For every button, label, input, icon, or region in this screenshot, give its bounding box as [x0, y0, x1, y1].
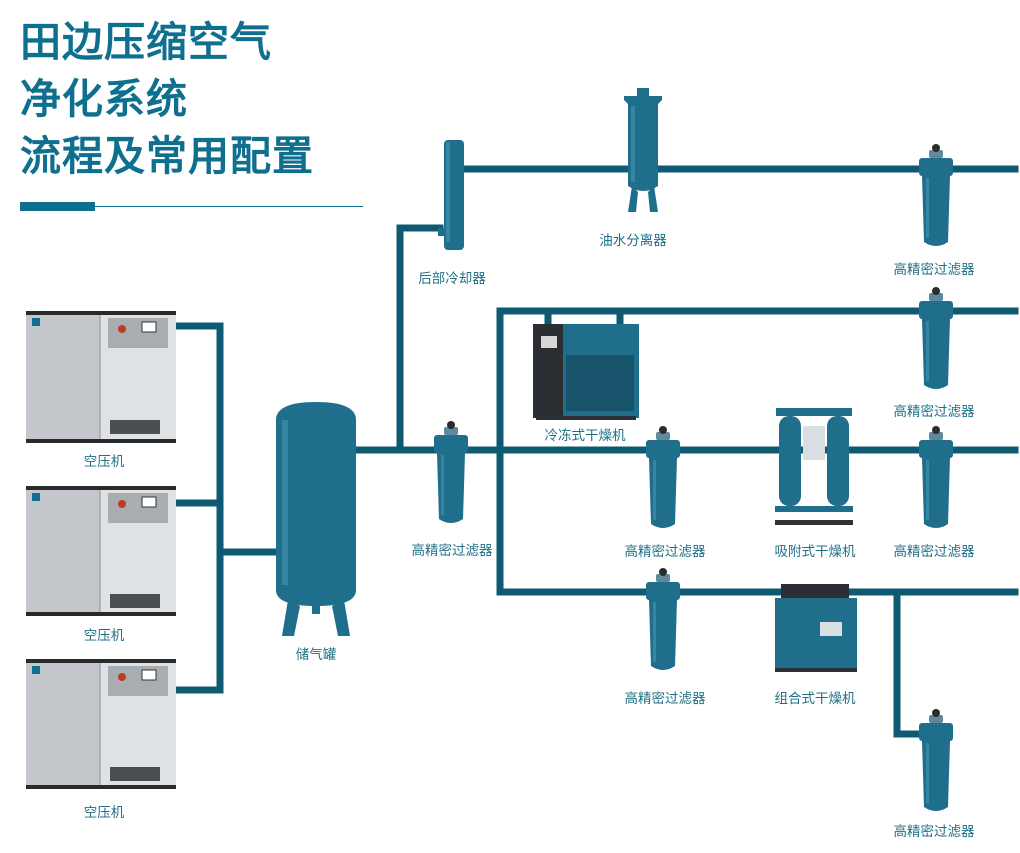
- refrigerated-dryer: [533, 324, 639, 420]
- filter-main-label: 高精密过滤器: [411, 543, 493, 559]
- aftercooler: [438, 140, 464, 250]
- page-title: 田边压缩空气 净化系统 流程及常用配置: [20, 14, 314, 185]
- adsorption-dryer: [775, 408, 853, 525]
- title-underline: [95, 206, 363, 207]
- filter-row3-mid-label: 高精密过滤器: [624, 544, 706, 560]
- filter-row4-label: 高精密过滤器: [624, 691, 706, 707]
- compressor-2-label: 空压机: [83, 628, 125, 644]
- combined-dryer: [775, 584, 857, 672]
- compressor-3: [26, 659, 176, 789]
- compressor-2: [26, 486, 176, 616]
- oil-water-separator: [624, 88, 662, 212]
- filter-row2: [919, 287, 953, 389]
- air-receiver-tank: [276, 402, 356, 636]
- filter-row3-right: [919, 426, 953, 528]
- filter-row3-right-label: 高精密过滤器: [893, 544, 975, 560]
- title-line-3: 流程及常用配置: [20, 132, 314, 180]
- filter-row4: [646, 568, 680, 670]
- tank-label: 储气罐: [295, 647, 337, 663]
- combined-dryer-label: 组合式干燥机: [774, 691, 856, 707]
- adsorption-dryer-label: 吸附式干燥机: [774, 544, 856, 560]
- compressor-1-label: 空压机: [83, 454, 125, 470]
- filter-bottom: [919, 709, 953, 811]
- filter-main: [434, 421, 468, 523]
- filter-top-label: 高精密过滤器: [893, 262, 975, 278]
- filter-row2-label: 高精密过滤器: [893, 404, 975, 420]
- refrigerated-dryer-label: 冷冻式干燥机: [544, 428, 626, 444]
- title-line-1: 田边压缩空气: [20, 18, 272, 66]
- title-line-2: 净化系统: [20, 75, 188, 123]
- filter-row3-mid: [646, 426, 680, 528]
- filter-top: [919, 144, 953, 246]
- title-underline-accent: [20, 202, 95, 211]
- filter-bottom-label: 高精密过滤器: [893, 824, 975, 840]
- compressor-3-label: 空压机: [83, 805, 125, 821]
- separator-label: 油水分离器: [599, 233, 667, 249]
- aftercooler-label: 后部冷却器: [418, 271, 486, 287]
- compressor-1: [26, 311, 176, 443]
